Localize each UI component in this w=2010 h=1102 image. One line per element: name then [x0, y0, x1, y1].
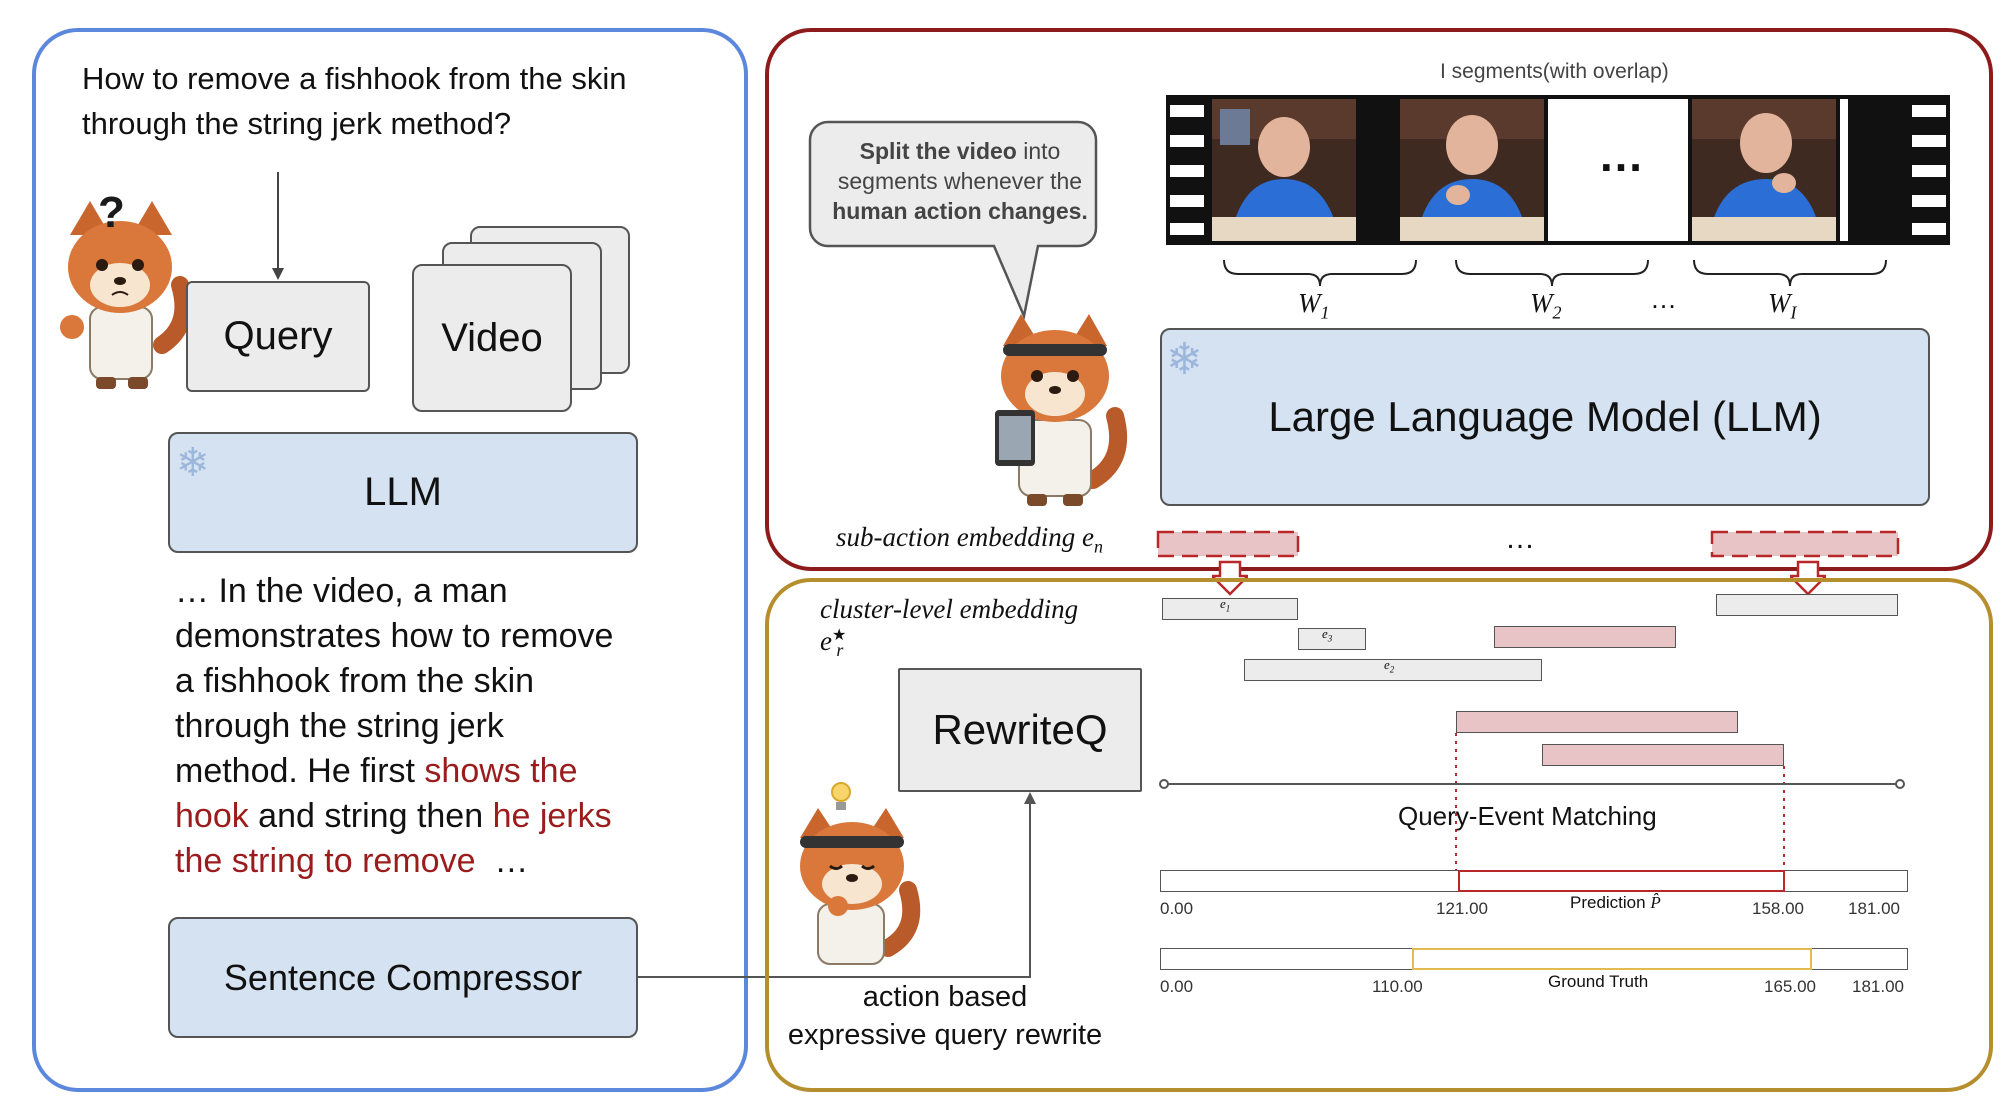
- window-braces: [1223, 259, 1887, 287]
- rewrite-caption-line-1: action based: [862, 981, 1028, 1013]
- question-mark: ?: [98, 188, 125, 237]
- highlight-he-jerks: he jerks: [492, 797, 612, 835]
- video-frame-1: [1212, 99, 1356, 241]
- left-panel: [32, 28, 748, 1092]
- segmentation-panel: [765, 28, 1993, 571]
- frame-3-pad: [1840, 99, 1848, 241]
- prediction-end: 158.00: [1752, 899, 1804, 918]
- ground-truth-end: 165.00: [1764, 977, 1816, 996]
- query-event-matching-label: Query-Event Matching: [1398, 801, 1657, 831]
- snowflake-icon: ❄: [176, 441, 210, 485]
- highlight-shows-the: shows the: [424, 752, 578, 790]
- sub-action-embeddings: [1156, 530, 1900, 558]
- bubble-text: Split the video into segments whenever t…: [832, 138, 1088, 224]
- ground-truth-max: 181.00: [1852, 977, 1904, 996]
- cluster-bar-pink-2: [1456, 711, 1738, 733]
- answer-line-5: method. He first shows the: [175, 752, 578, 790]
- video-box: Video: [412, 264, 572, 412]
- sub-action-label: sub-action embedding en: [836, 522, 1103, 557]
- cluster-bar-e3: [1298, 628, 1366, 650]
- sentence-compressor-box: Sentence Compressor: [168, 917, 638, 1038]
- question-line-1: How to remove a fishhook from the skin: [82, 61, 627, 96]
- llm-label: LLM: [364, 470, 442, 514]
- segments-title: I segments(with overlap): [1440, 60, 1669, 83]
- ground-truth-start: 110.00: [1372, 977, 1423, 996]
- matching-panel: [765, 578, 1993, 1092]
- rewrite-caption-line-2: expressive query rewrite: [787, 1019, 1103, 1051]
- query-box: Query: [186, 281, 370, 392]
- thinking-panda-icon: [800, 808, 921, 965]
- video-frame-3: [1692, 99, 1836, 241]
- ground-truth-label: Ground Truth: [1548, 972, 1649, 991]
- answer-line-2: demonstrates how to remove: [175, 617, 614, 655]
- embedding-ellipsis: …: [1505, 522, 1535, 555]
- cluster-bar-e2: [1244, 659, 1542, 681]
- rewriteq-label: RewriteQ: [932, 706, 1108, 753]
- film-sprockets: [1170, 105, 1946, 235]
- large-llm-box: Large Language Model (LLM): [1160, 328, 1930, 506]
- ground-truth-segment: [1412, 948, 1812, 970]
- answer-line-6: hook and string then he jerks: [175, 797, 612, 835]
- answer-line-7: the string to remove …: [175, 842, 529, 880]
- answer-line-3: a fishhook from the skin: [175, 662, 535, 700]
- prediction-segment: [1458, 870, 1785, 892]
- query-label: Query: [223, 314, 333, 358]
- llm-answer-text: … In the video, a man demonstrates how t…: [175, 569, 613, 884]
- prediction-start: 121.00: [1436, 899, 1488, 918]
- answer-line-4: through the string jerk: [175, 707, 504, 745]
- cluster-bar-pink-1: [1494, 626, 1676, 648]
- ground-truth-zero: 0.00: [1160, 977, 1194, 996]
- answer-line-1: … In the video, a man: [175, 572, 508, 610]
- lightbulb-icon: [831, 782, 851, 810]
- arrow-question-to-query: [272, 172, 284, 280]
- cluster-bar-pink-top-right: [1716, 594, 1898, 616]
- sentence-compressor-label: Sentence Compressor: [223, 956, 583, 998]
- prediction-zero: 0.00: [1160, 899, 1194, 918]
- prediction-label: Prediction P̂: [1570, 893, 1661, 912]
- window-label-1: W1: [1298, 288, 1330, 323]
- window-label-I: WI: [1768, 288, 1797, 323]
- video-label: Video: [441, 315, 543, 360]
- prediction-symbol: P̂: [1650, 893, 1661, 912]
- bubble-bold-1: Split the video: [859, 138, 1017, 164]
- cluster-tag-e1: e1: [1220, 596, 1231, 614]
- cluster-bar-e1: [1162, 598, 1298, 620]
- cluster-tag-e2: e2: [1384, 657, 1395, 675]
- prediction-max: 181.00: [1848, 899, 1900, 918]
- question-line-2: through the string jerk method?: [82, 106, 512, 141]
- llm-box: LLM: [168, 432, 638, 553]
- cluster-label: cluster-level embedding e★r: [820, 594, 1079, 661]
- windows-ellipsis: …: [1650, 284, 1677, 314]
- rewrite-caption: action based expressive query rewrite: [770, 978, 1120, 1054]
- question-text: How to remove a fishhook from the skin t…: [82, 56, 626, 146]
- bubble-bold-2: human action changes.: [832, 198, 1088, 224]
- window-label-2: W2: [1530, 288, 1562, 323]
- cluster-tag-e3: e3: [1322, 626, 1333, 644]
- speech-bubble: [808, 120, 1098, 320]
- cluster-bar-pink-3: [1542, 744, 1784, 766]
- rewriteq-box: RewriteQ: [898, 668, 1142, 792]
- video-frame-2: [1400, 99, 1544, 241]
- highlight-string-to-remove: the string to remove: [175, 842, 476, 880]
- tablet-panda-icon: [995, 314, 1128, 506]
- snowflake-icon-large: ❄: [1166, 335, 1203, 384]
- highlight-hook: hook: [175, 797, 249, 835]
- frames-ellipsis: …: [1598, 129, 1644, 181]
- large-llm-label: Large Language Model (LLM): [1268, 393, 1822, 440]
- confused-panda-icon: [60, 201, 190, 389]
- frame-gap: [1548, 99, 1688, 241]
